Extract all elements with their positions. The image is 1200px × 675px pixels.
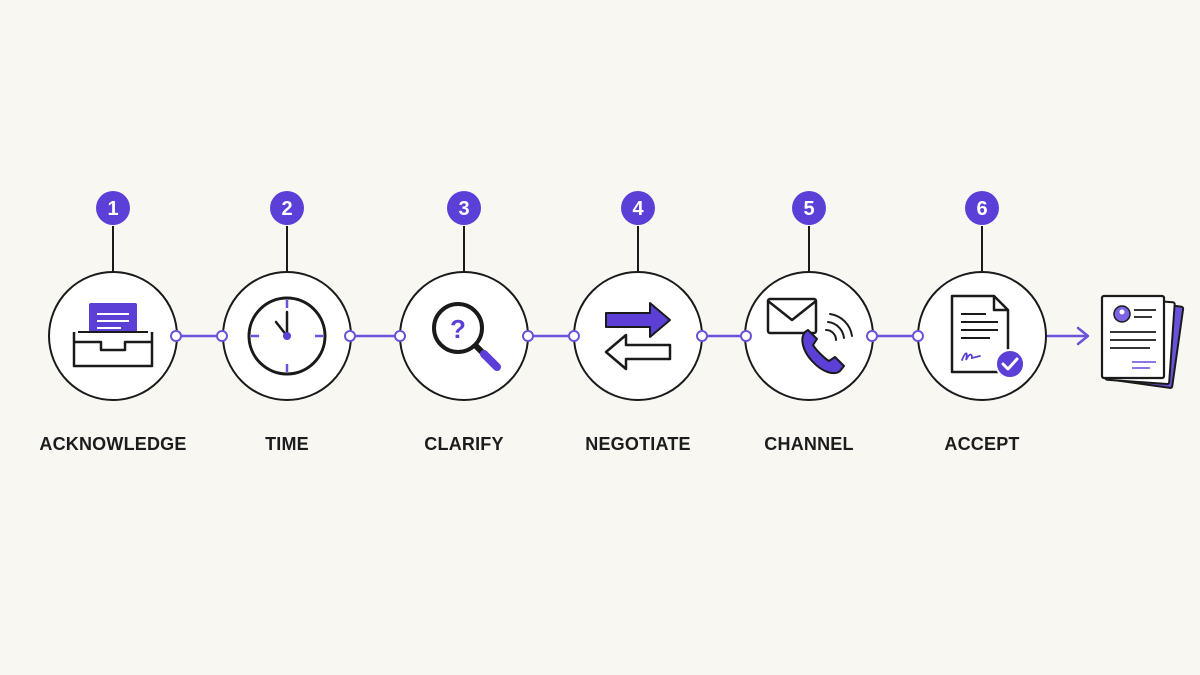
- step-1: 1: [48, 191, 178, 401]
- step-4: 4: [573, 191, 703, 401]
- step-number-3: 3: [458, 198, 469, 220]
- step-badge-5: [792, 191, 826, 225]
- connector-dot: [170, 330, 182, 342]
- connector-dot: [216, 330, 228, 342]
- step-2: 2: [222, 191, 352, 401]
- step-label-acknowledge: ACKNOWLEDGE: [39, 434, 187, 454]
- connector-dot: [696, 330, 708, 342]
- envelope-phone-icon: [766, 297, 853, 375]
- step-5: 5: [744, 191, 874, 401]
- connector-dot: [344, 330, 356, 342]
- step-6: 6: [917, 191, 1047, 401]
- connector-dot: [740, 330, 752, 342]
- step-badge-3: [447, 191, 481, 225]
- step-label-clarify: CLARIFY: [424, 434, 504, 454]
- step-3: 3 ?: [399, 191, 529, 401]
- connector-dot: [394, 330, 406, 342]
- step-number-5: 5: [803, 198, 814, 220]
- connector-dots: [170, 330, 924, 342]
- clock-icon: [247, 296, 327, 376]
- step-badge-4: [621, 191, 655, 225]
- step-label-accept: ACCEPT: [944, 434, 1020, 454]
- step-number-2: 2: [281, 198, 292, 220]
- connector-dot: [522, 330, 534, 342]
- svg-text:?: ?: [450, 314, 466, 344]
- step-circle-4: [573, 271, 703, 401]
- step-badge-1: [96, 191, 130, 225]
- signed-document-check-icon: [950, 294, 1025, 379]
- step-number-4: 4: [632, 198, 644, 220]
- magnifier-question-icon: ?: [432, 302, 501, 371]
- connector-dot: [912, 330, 924, 342]
- step-number-6: 6: [976, 198, 987, 220]
- step-label-channel: CHANNEL: [764, 434, 854, 454]
- connector-dot: [866, 330, 878, 342]
- contract-documents-icon: [1100, 294, 1185, 389]
- swap-arrows-icon: [604, 302, 672, 371]
- step-label-time: TIME: [265, 434, 309, 454]
- step-badge-6: [965, 191, 999, 225]
- arrow-head: [1076, 326, 1090, 346]
- connector-dot: [568, 330, 580, 342]
- connectors: [176, 326, 1090, 346]
- step-label-negotiate: NEGOTIATE: [585, 434, 691, 454]
- inbox-tray-icon: [72, 303, 154, 368]
- step-badge-2: [270, 191, 304, 225]
- step-number-1: 1: [107, 198, 118, 220]
